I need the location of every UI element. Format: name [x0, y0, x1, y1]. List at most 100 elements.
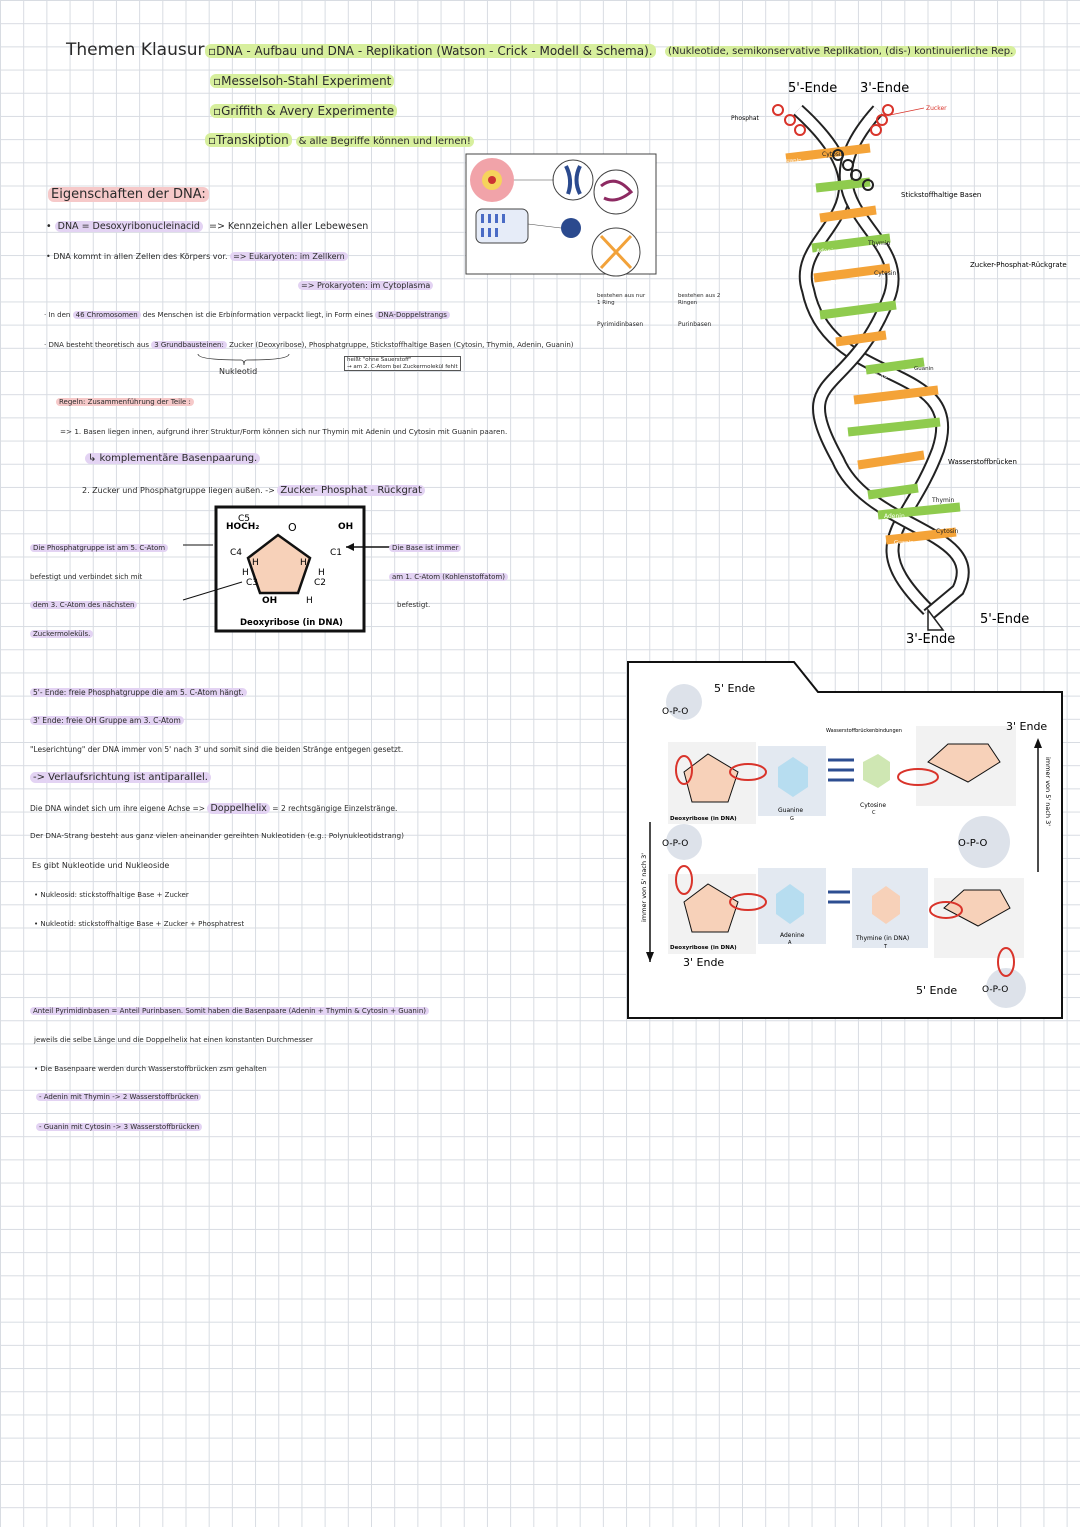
properties-heading-text: Eigenschaften der DNA:	[48, 187, 209, 202]
helix-cytosin-3: Cytosin	[874, 373, 897, 380]
schema-phosphate-3: O-P-O	[662, 839, 688, 849]
desoxy-note-1: heißt "ohne Sauerstoff"	[347, 357, 412, 363]
schema-adenine-a: A	[788, 940, 792, 946]
note-doppelhelix-hl: Doppelhelix	[207, 803, 270, 814]
rule-1: => 1. Basen liegen innen, aufgrund ihrer…	[60, 427, 508, 436]
desoxy-note-2: → am 2. C-Atom bei Zuckermolekül fehlt	[347, 363, 458, 370]
note-5-ende-text: 5'- Ende: freie Phosphatgruppe die am 5.…	[30, 688, 247, 697]
helix-guanin-1: Guanin	[782, 158, 802, 164]
bottom-durchmesser: jeweils die selbe Länge und die Doppelhe…	[34, 1036, 313, 1044]
topic-transkription-text: ▫Transkiption	[205, 133, 292, 147]
svg-text:C3: C3	[246, 578, 258, 588]
schema-thymine-t: T	[883, 944, 888, 950]
topic-meselson-text: ▫Messelsoh-Stahl Experiment	[210, 74, 395, 88]
helix-guanin-3: Guanin	[914, 366, 934, 372]
property-dna-location: • DNA kommt in allen Zellen des Körpers …	[46, 252, 348, 262]
note-nukleosid: • Nukleosid: stickstoffhaltige Base + Zu…	[34, 891, 189, 899]
topic-dna-text: ▫DNA - Aufbau und DNA - Replikation (Wat…	[205, 44, 656, 58]
svg-text:H: H	[318, 568, 325, 578]
svg-text:H: H	[300, 558, 307, 568]
helix-adenin-2: Adenin	[884, 513, 905, 520]
cell-chromosome-illustration	[465, 153, 657, 277]
properties-heading: Eigenschaften der DNA:	[48, 187, 209, 203]
helix-cytosin-2: Cytosin	[874, 270, 897, 277]
note-doppelhelix: Die DNA windet sich um ihre eigene Achse…	[30, 803, 397, 814]
nukleotid-label: Nukleotid	[219, 367, 258, 376]
svg-text:OH: OH	[262, 596, 277, 606]
bottom-at: - Adenin mit Thymin -> 2 Wasserstoffbrüc…	[36, 1093, 202, 1101]
svg-text:H: H	[306, 596, 313, 606]
schema-cytosine: Cytosine	[860, 802, 886, 809]
schema-top-5: 5' Ende	[714, 682, 755, 695]
note-polynukleotid: Der DNA-Strang besteht aus ganz vielen a…	[30, 831, 404, 840]
purin-label: Purinbasen	[678, 321, 712, 328]
helix-top-right: 3'-Ende	[860, 81, 909, 96]
svg-text:HOCH₂: HOCH₂	[226, 522, 259, 532]
rule-2: 2. Zucker und Phosphatgruppe liegen auße…	[82, 485, 425, 497]
svg-text:H: H	[242, 568, 249, 578]
sugar-right-2: am 1. C-Atom (Kohlenstoffatom)	[389, 573, 508, 581]
note-nukleotide-nukleoside: Es gibt Nukleotide und Nukleoside	[32, 861, 170, 870]
purin-note: bestehen aus 2 Ringen	[678, 293, 721, 306]
property-grundbausteine-pre: DNA besteht theoretisch aus	[48, 341, 149, 349]
property-dna-location-text: DNA kommt in allen Zellen des Körpers vo…	[53, 252, 228, 261]
helix-bottom-right: 5'-Ende	[980, 612, 1029, 627]
note-nukleotid: • Nukleotid: stickstoffhaltige Base + Zu…	[34, 920, 245, 928]
topic-dna: ▫DNA - Aufbau und DNA - Replikation (Wat…	[205, 44, 656, 58]
schema-hbond: Wasserstoffbrückenbindungen	[826, 728, 902, 734]
pyrimidin-label: Pyrimidinbasen	[597, 321, 644, 328]
deoxyribose-diagram: C5 HOCH₂ O OH C4 C1 H H H H C3 C2 OH H D…	[182, 505, 396, 633]
dna-helix-diagram: 5'-Ende 3'-Ende Phosphat Zucker Sticksto…	[731, 81, 1067, 647]
schema-bottom-5: 5' Ende	[916, 984, 957, 997]
schema-guanine: Guanine	[778, 807, 803, 814]
helix-rueckgrat: Zucker-Phosphat-Rückgrate	[970, 261, 1067, 269]
helix-wasser: Wasserstoffbrücken	[948, 458, 1017, 466]
property-prokaryoten-text: => Prokaryoten: im Cytoplasma	[298, 281, 434, 290]
helix-cytosin-4: Cytosin	[936, 528, 959, 535]
bottom-gc-text: - Guanin mit Cytosin -> 3 Wasserstoffbrü…	[36, 1123, 203, 1131]
sugar-right-2-text: am 1. C-Atom (Kohlenstoffatom)	[389, 573, 508, 581]
sugar-right-1-text: Die Base ist immer	[389, 544, 462, 552]
sugar-right-3: befestigt.	[397, 601, 431, 609]
property-prokaryoten: => Prokaryoten: im Cytoplasma	[298, 281, 434, 291]
helix-guanin-2: Guanin	[830, 280, 850, 286]
rule-2-text: 2. Zucker und Phosphatgruppe liegen auße…	[82, 486, 275, 495]
rule-2-hl: Zucker- Phosphat - Rückgrat	[277, 485, 425, 496]
helix-thymin-2: Thymin	[931, 497, 955, 504]
schema-right-arrow: immer von 5' nach 3'	[1044, 757, 1052, 826]
schema-left-arrow: immer von 5' nach 3'	[640, 853, 648, 922]
rules-heading-text: Regeln: Zusammenführung der Teile :	[56, 398, 194, 406]
property-dna-name: • DNA = Desoxyribonucleinacid => Kennzei…	[46, 221, 369, 232]
note-leserichtung: "Leserichtung" der DNA immer von 5' nach…	[30, 745, 404, 754]
sugar-left-3-text: dem 3. C-Atom des nächsten	[30, 601, 138, 609]
property-dna-name-hl: DNA = Desoxyribonucleinacid	[54, 221, 203, 232]
helix-top-left: 5'-Ende	[788, 81, 837, 96]
schema-guanine-g: G	[790, 816, 794, 822]
schema-phosphate-4: O-P-O	[982, 985, 1008, 995]
property-doppelstrang: DNA-Doppelstrangs	[375, 311, 450, 319]
nukleotid-brace	[197, 353, 290, 366]
bottom-wasserstoff: • Die Basenpaare werden durch Wasserstof…	[34, 1065, 267, 1073]
schema-bottom-3: 3' Ende	[683, 956, 724, 969]
helix-bottom-left: 3'-Ende	[906, 632, 955, 647]
property-eukaryoten: => Eukaryoten: im Zellkern	[230, 252, 348, 261]
svg-text:C5: C5	[238, 514, 250, 524]
rule-komplementaer-text: ↳ komplementäre Basenpaarung.	[85, 453, 261, 464]
svg-text:H: H	[252, 558, 259, 568]
rule-komplementaer: ↳ komplementäre Basenpaarung.	[85, 453, 261, 465]
bottom-at-text: - Adenin mit Thymin -> 2 Wasserstoffbrüc…	[36, 1093, 202, 1101]
property-grundbausteine-rest: Zucker (Deoxyribose), Phosphatgruppe, St…	[229, 341, 574, 349]
property-grundbausteine-hl: 3 Grundbausteinen:	[151, 341, 227, 349]
helix-cytosin-1: Cytosin	[822, 151, 845, 158]
topic-meselson: ▫Messelsoh-Stahl Experiment	[210, 74, 395, 88]
schema-thymine: Thymine (in DNA)	[855, 935, 909, 942]
sugar-left-1: Die Phosphatgruppe ist am 5. C-Atom	[30, 544, 169, 552]
bottom-gc: - Guanin mit Cytosin -> 3 Wasserstoffbrü…	[36, 1123, 203, 1131]
helix-thymin-1: Thymin	[867, 240, 891, 247]
sugar-left-2: befestigt und verbindet sich mit	[30, 573, 143, 581]
note-5-ende: 5'- Ende: freie Phosphatgruppe die am 5.…	[30, 688, 247, 697]
sugar-left-3: dem 3. C-Atom des nächsten	[30, 601, 138, 609]
svg-text:Deoxyribose (in DNA): Deoxyribose (in DNA)	[240, 618, 343, 628]
property-chromosomes-mid: des Menschen ist die Erbinformation verp…	[142, 311, 373, 319]
schema-deoxy-2: Deoxyribose (in DNA)	[670, 945, 737, 951]
